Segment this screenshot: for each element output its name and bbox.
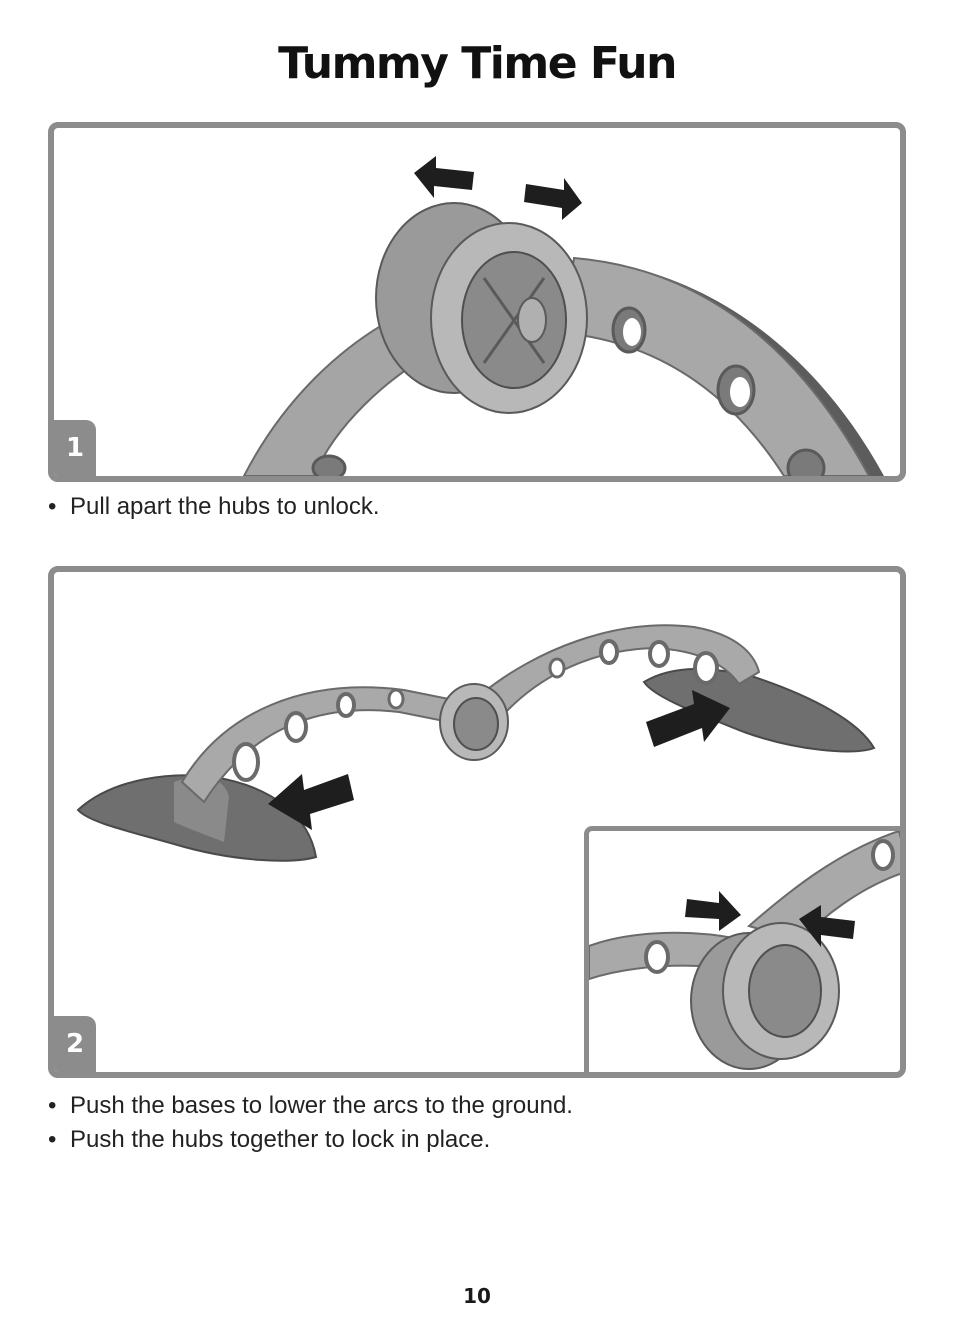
step-2-illustration [76, 624, 876, 862]
step-2-badge: 2 [54, 1016, 96, 1072]
instruction-item: Push the bases to lower the arcs to the … [48, 1089, 573, 1123]
step-2-inset-illustration [589, 831, 900, 1070]
step-1-instructions: Pull apart the hubs to unlock. [48, 490, 380, 524]
page-number: 10 [463, 1284, 491, 1308]
step-2-inset [584, 826, 900, 1072]
step-2-panel: 2 [48, 566, 906, 1078]
step-1-illustration [242, 156, 884, 476]
step-1-panel: 1 [48, 122, 906, 482]
page-title: Tummy Time Fun [278, 38, 677, 89]
step-1-badge: 1 [54, 420, 96, 476]
instruction-item: Pull apart the hubs to unlock. [48, 490, 380, 524]
step-2-instructions: Push the bases to lower the arcs to the … [48, 1089, 573, 1157]
instruction-item: Push the hubs together to lock in place. [48, 1123, 573, 1157]
